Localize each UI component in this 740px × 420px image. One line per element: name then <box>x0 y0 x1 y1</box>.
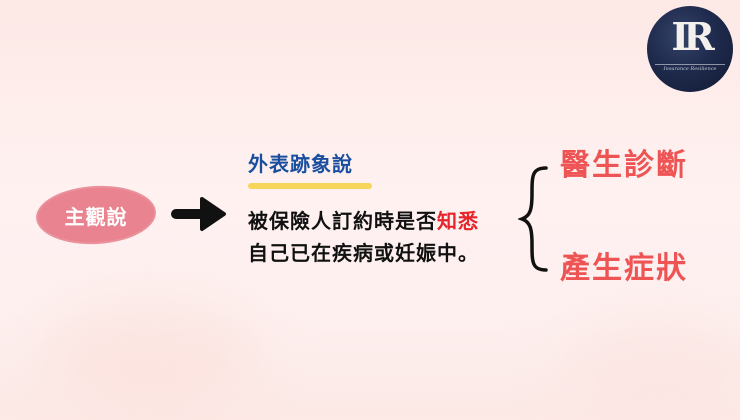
definition-body: 被保險人訂約時是否知悉 自己已在疾病或妊娠中。 <box>248 205 479 269</box>
right-arrow-icon <box>171 197 226 231</box>
outcome-diagnosis: 醫生診斷 <box>560 148 688 183</box>
definition-line-1-text: 被保險人訂約時是否 <box>248 209 437 233</box>
heading-underline <box>248 183 372 189</box>
concept-label: 主觀說 <box>64 204 128 229</box>
background-blob <box>40 300 260 410</box>
definition-line-2: 自己已在疾病或妊娠中。 <box>248 241 479 265</box>
definition-highlight: 知悉 <box>437 209 479 233</box>
logo-letters: IR <box>671 14 714 59</box>
definition-line-1: 被保險人訂約時是否知悉 <box>248 205 479 237</box>
outcome-symptoms: 產生症狀 <box>560 251 688 286</box>
definition-heading: 外表跡象說 <box>248 152 353 176</box>
left-curly-brace-icon <box>518 166 548 272</box>
logo: IR Insurance Resilience <box>647 6 733 92</box>
background-blob <box>560 320 740 420</box>
logo-subtitle: Insurance Resilience <box>655 64 725 72</box>
